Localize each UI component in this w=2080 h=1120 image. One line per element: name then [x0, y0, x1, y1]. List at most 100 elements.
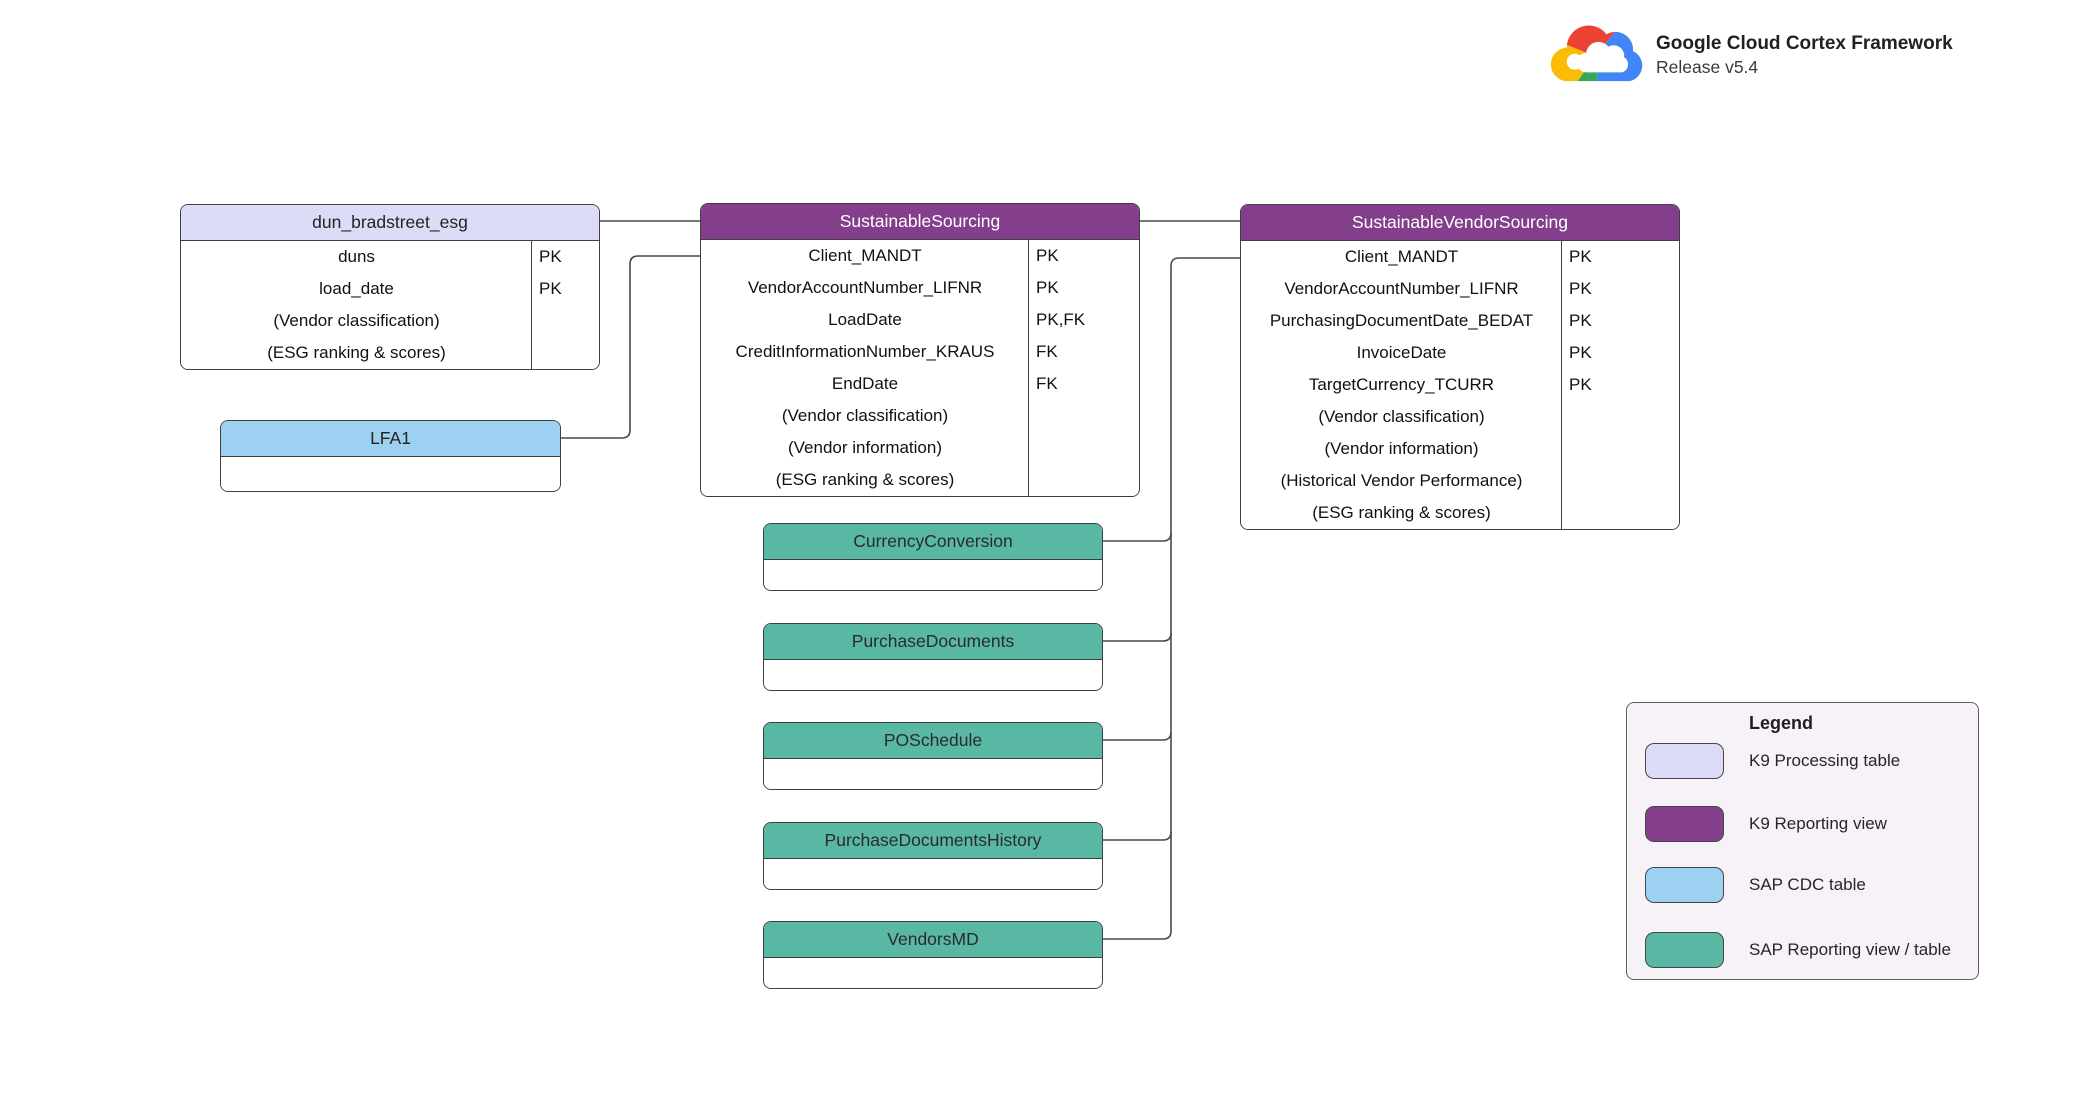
table-row: TargetCurrency_TCURR PK — [1241, 369, 1679, 401]
entity-po-schedule: POSchedule — [763, 722, 1103, 790]
field-name: (Historical Vendor Performance) — [1280, 471, 1523, 490]
field-key: PK — [1569, 375, 1592, 394]
field-name: (ESG ranking & scores) — [267, 343, 446, 362]
field-name: TargetCurrency_TCURR — [1308, 375, 1495, 394]
empty-row — [764, 759, 1102, 789]
connector-purchase-documents-history — [1103, 831, 1172, 841]
field-key: PK — [1036, 278, 1059, 297]
table-row: LoadDate PK,FK — [701, 304, 1139, 336]
connector-lfa1-to-sustainable-sourcing — [561, 255, 700, 439]
entity-title-dun-bradstreet-esg: dun_bradstreet_esg — [181, 205, 599, 241]
field-name: (Vendor information) — [787, 438, 943, 457]
table-row: EndDate FK — [701, 368, 1139, 400]
field-key: PK — [1569, 311, 1592, 330]
legend-title: Legend — [1749, 713, 1814, 733]
legend-label: SAP Reporting view / table — [1749, 940, 1951, 959]
entity-title-vendors-md: VendorsMD — [764, 922, 1102, 958]
legend-item: SAP Reporting view / table — [1627, 932, 1978, 968]
field-name: load_date — [319, 279, 394, 298]
field-name: CreditInformationNumber_KRAUS — [735, 342, 995, 361]
legend-label: K9 Reporting view — [1749, 814, 1887, 833]
field-name: (ESG ranking & scores) — [1312, 503, 1491, 522]
table-row: (ESG ranking & scores) — [1241, 497, 1679, 529]
field-name: (ESG ranking & scores) — [775, 470, 955, 489]
entity-sustainable-sourcing: SustainableSourcing Client_MANDT PK Vend… — [700, 203, 1140, 497]
legend-swatch-sap-reporting — [1645, 932, 1724, 968]
pk-column-divider — [1560, 241, 1562, 529]
field-key: PK — [1569, 279, 1592, 298]
field-key: PK — [1569, 247, 1592, 266]
field-key: PK — [1036, 246, 1059, 265]
table-row: (Vendor classification) — [701, 400, 1139, 432]
connector-purchase-documents — [1103, 632, 1172, 642]
empty-row — [764, 660, 1102, 690]
field-key: PK,FK — [1036, 310, 1086, 329]
entity-currency-conversion: CurrencyConversion — [763, 523, 1103, 591]
table-row: (Vendor information) — [701, 432, 1139, 464]
empty-row — [221, 457, 560, 491]
field-key: PK — [1569, 343, 1592, 362]
legend-label: K9 Processing table — [1749, 751, 1901, 770]
legend-item: SAP CDC table — [1627, 867, 1978, 903]
table-row: InvoiceDate PK — [1241, 337, 1679, 369]
app-title: Google Cloud Cortex Framework — [1656, 33, 1953, 54]
connector-po-schedule — [1103, 731, 1172, 741]
field-name: VendorAccountNumber_LIFNR — [1284, 279, 1519, 298]
field-name: (Vendor information) — [1324, 439, 1479, 458]
empty-row — [764, 958, 1102, 988]
entity-lfa1: LFA1 — [220, 420, 561, 492]
entity-dun-bradstreet-esg: dun_bradstreet_esg duns PK load_date PK … — [180, 204, 600, 370]
table-row: (Historical Vendor Performance) — [1241, 465, 1679, 497]
legend-swatch-k9-reporting — [1645, 806, 1724, 842]
entity-title-sustainable-sourcing: SustainableSourcing — [701, 204, 1139, 240]
table-row: Client_MANDT PK — [701, 240, 1139, 272]
table-row: (Vendor classification) — [181, 305, 599, 337]
field-key: PK — [539, 247, 562, 266]
pk-column-divider — [530, 241, 532, 369]
empty-row — [764, 560, 1102, 590]
field-name: PurchasingDocumentDate_BEDAT — [1269, 311, 1534, 330]
field-key: FK — [1036, 342, 1058, 361]
field-name: Client_MANDT — [1344, 247, 1459, 266]
pk-column-divider — [1027, 240, 1029, 496]
entity-purchase-documents: PurchaseDocuments — [763, 623, 1103, 691]
table-row: load_date PK — [181, 273, 599, 305]
table-row: (ESG ranking & scores) — [701, 464, 1139, 496]
field-key: FK — [1036, 374, 1058, 393]
table-row: duns PK — [181, 241, 599, 273]
legend-item: K9 Processing table — [1627, 743, 1978, 779]
entity-purchase-documents-history: PurchaseDocumentsHistory — [763, 822, 1103, 890]
connector-currency-conversion — [1103, 532, 1172, 542]
entity-title-purchase-documents-history: PurchaseDocumentsHistory — [764, 823, 1102, 859]
field-name: duns — [338, 247, 375, 266]
entity-title-currency-conversion: CurrencyConversion — [764, 524, 1102, 560]
field-name: LoadDate — [828, 310, 902, 329]
table-row: (Vendor classification) — [1241, 401, 1679, 433]
legend-swatch-sap-cdc — [1645, 867, 1724, 903]
entity-title-po-schedule: POSchedule — [764, 723, 1102, 759]
legend-label: SAP CDC table — [1749, 875, 1866, 894]
release-version: Release v5.4 — [1656, 57, 1759, 77]
field-name: VendorAccountNumber_LIFNR — [747, 278, 983, 297]
legend-swatch-k9-processing — [1645, 743, 1724, 779]
field-key: PK — [539, 279, 562, 298]
legend-item: K9 Reporting view — [1627, 806, 1978, 842]
table-row: (ESG ranking & scores) — [181, 337, 599, 369]
table-row: PurchasingDocumentDate_BEDAT PK — [1241, 305, 1679, 337]
field-name: (Vendor classification) — [781, 406, 949, 425]
field-name: EndDate — [831, 374, 899, 393]
entity-vendors-md: VendorsMD — [763, 921, 1103, 989]
field-name: (Vendor classification) — [273, 311, 440, 330]
entity-title-purchase-documents: PurchaseDocuments — [764, 624, 1102, 660]
field-name: InvoiceDate — [1356, 343, 1447, 362]
connector-vendorsmd-trunk-to-vendor-sourcing — [1103, 257, 1240, 940]
entity-title-lfa1: LFA1 — [221, 421, 560, 457]
table-row: CreditInformationNumber_KRAUS FK — [701, 336, 1139, 368]
entity-title-sustainable-vendor-sourcing: SustainableVendorSourcing — [1241, 205, 1679, 241]
google-cloud-logo — [1550, 25, 1643, 82]
entity-sustainable-vendor-sourcing: SustainableVendorSourcing Client_MANDT P… — [1240, 204, 1680, 530]
table-row: Client_MANDT PK — [1241, 241, 1679, 273]
table-row: (Vendor information) — [1241, 433, 1679, 465]
